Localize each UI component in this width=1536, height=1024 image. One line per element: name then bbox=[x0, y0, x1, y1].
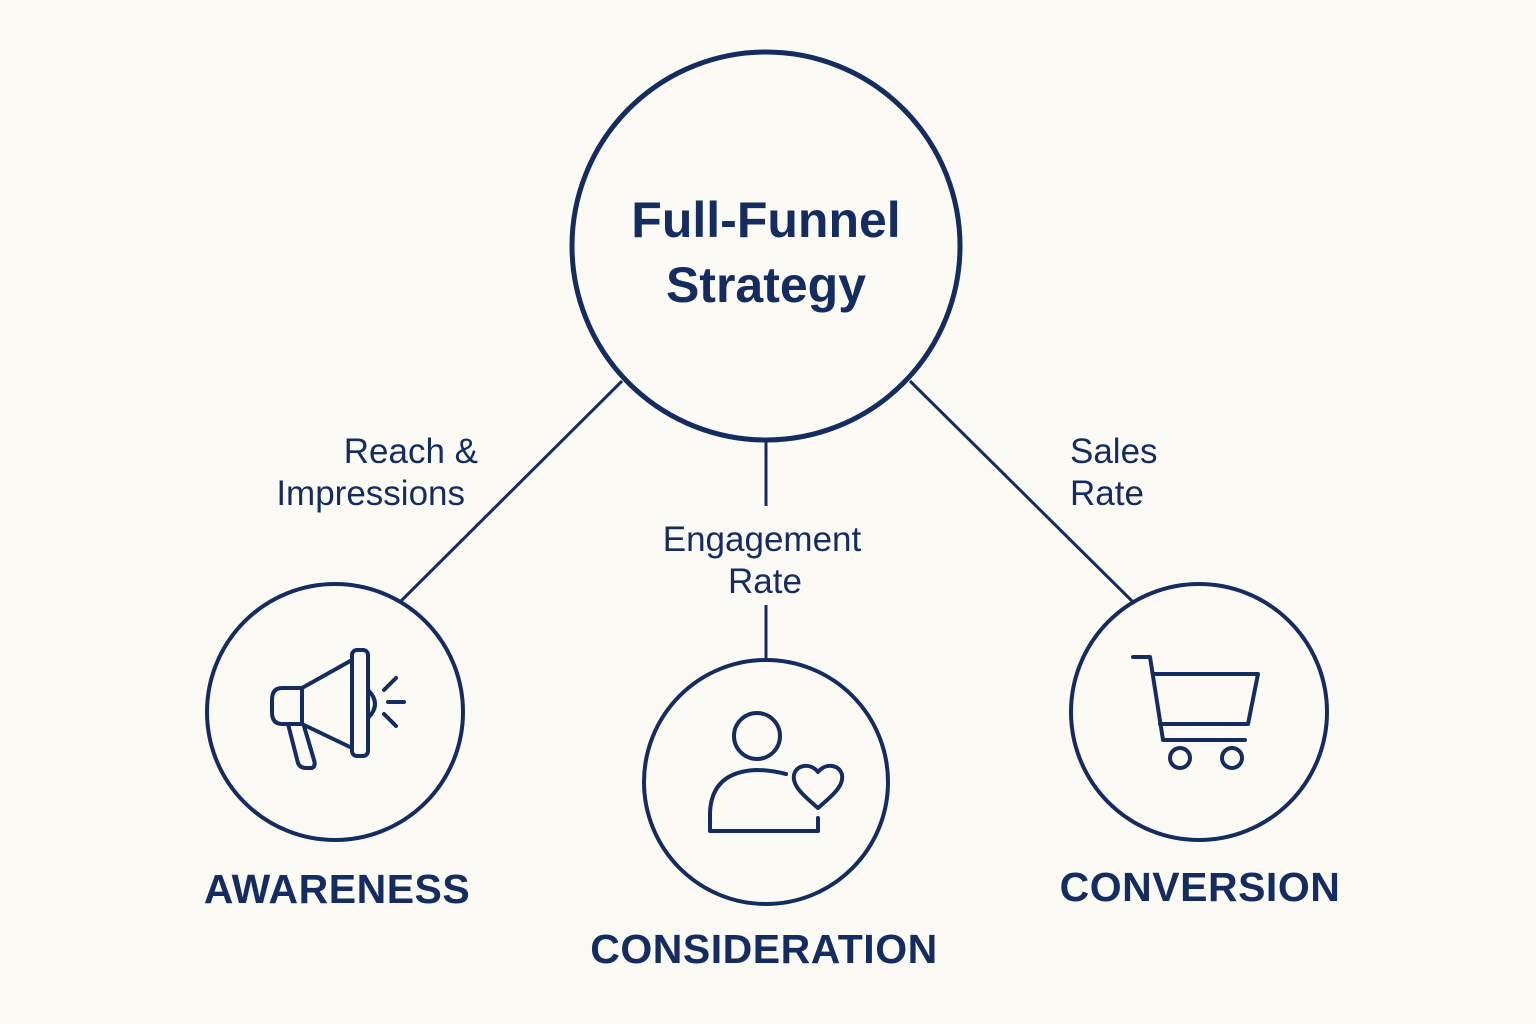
hub-circle bbox=[569, 49, 963, 443]
megaphone-icon bbox=[270, 648, 406, 770]
hub-title-line1: Full-Funnel bbox=[631, 192, 900, 248]
metric-awareness-line1: Reach & bbox=[344, 432, 478, 471]
stage-node-awareness: AWARENESS bbox=[204, 582, 471, 912]
consideration-circle bbox=[642, 658, 890, 906]
metric-conversion-line1: Sales bbox=[1070, 432, 1158, 471]
hub-node: Full-Funnel Strategy bbox=[569, 49, 963, 443]
stage-label-consideration: CONSIDERATION bbox=[590, 926, 937, 972]
person-heart-icon bbox=[708, 711, 845, 833]
conversion-circle bbox=[1069, 582, 1329, 842]
stage-label-awareness: AWARENESS bbox=[204, 866, 471, 912]
connector-awareness bbox=[398, 379, 624, 604]
hub-title-line2: Strategy bbox=[666, 257, 866, 313]
connector-conversion bbox=[908, 379, 1135, 604]
metric-consideration-line2: Rate bbox=[728, 562, 802, 601]
awareness-circle bbox=[205, 582, 465, 842]
metric-conversion-line2: Rate bbox=[1070, 474, 1144, 513]
stage-node-conversion: CONVERSION bbox=[1060, 582, 1341, 910]
shopping-cart-icon bbox=[1131, 655, 1260, 770]
metric-labels: Reach & Impressions Engagement Rate Sale… bbox=[276, 432, 1157, 601]
connectors bbox=[398, 379, 1135, 660]
stage-label-conversion: CONVERSION bbox=[1060, 864, 1341, 910]
stage-node-consideration: CONSIDERATION bbox=[590, 658, 937, 972]
metric-awareness-line2: Impressions bbox=[276, 474, 465, 513]
metric-consideration-line1: Engagement bbox=[663, 520, 862, 559]
